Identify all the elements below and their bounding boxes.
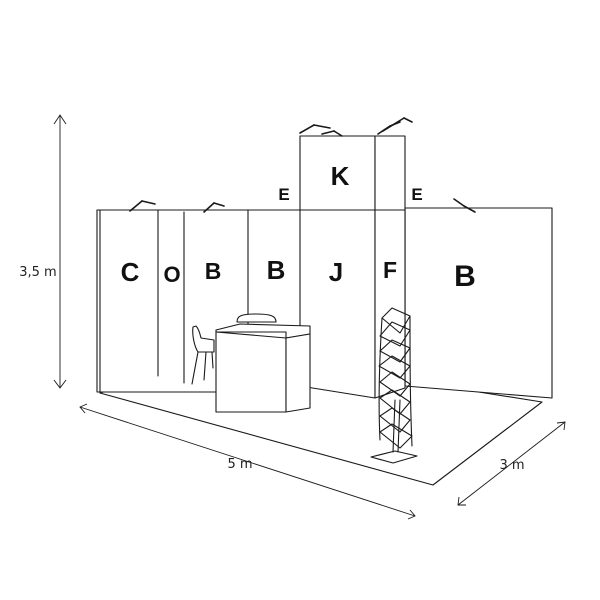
depth-label: 3 m xyxy=(499,458,524,473)
panel-label-b-1: B xyxy=(205,258,222,284)
brochure-stand xyxy=(370,307,418,464)
right-side-wall xyxy=(404,207,553,399)
spotlight-icon xyxy=(377,117,413,135)
width-dimension xyxy=(79,403,416,520)
depth-dimension xyxy=(457,421,566,506)
panel-label-k: K xyxy=(331,161,350,191)
height-label: 3,5 m xyxy=(19,265,56,280)
counter xyxy=(215,313,311,413)
panel-label-j: J xyxy=(329,257,343,287)
chair xyxy=(191,325,215,385)
spotlight-icon xyxy=(203,202,225,213)
spotlight-icon xyxy=(453,198,476,213)
width-label: 5 m xyxy=(227,457,252,472)
height-dimension xyxy=(53,114,67,389)
floor-outline xyxy=(99,384,543,486)
panel-label-e-right: E xyxy=(411,185,422,204)
spotlight-icon xyxy=(129,200,156,212)
panel-label-b-2: B xyxy=(267,255,286,285)
panel-label-b-3: B xyxy=(454,260,476,293)
panel-label-c: C xyxy=(121,257,140,287)
panel-label-o: O xyxy=(163,262,180,287)
panel-label-e-left: E xyxy=(278,185,289,204)
panel-label-f: F xyxy=(383,257,397,283)
spotlight-icon xyxy=(299,124,343,137)
